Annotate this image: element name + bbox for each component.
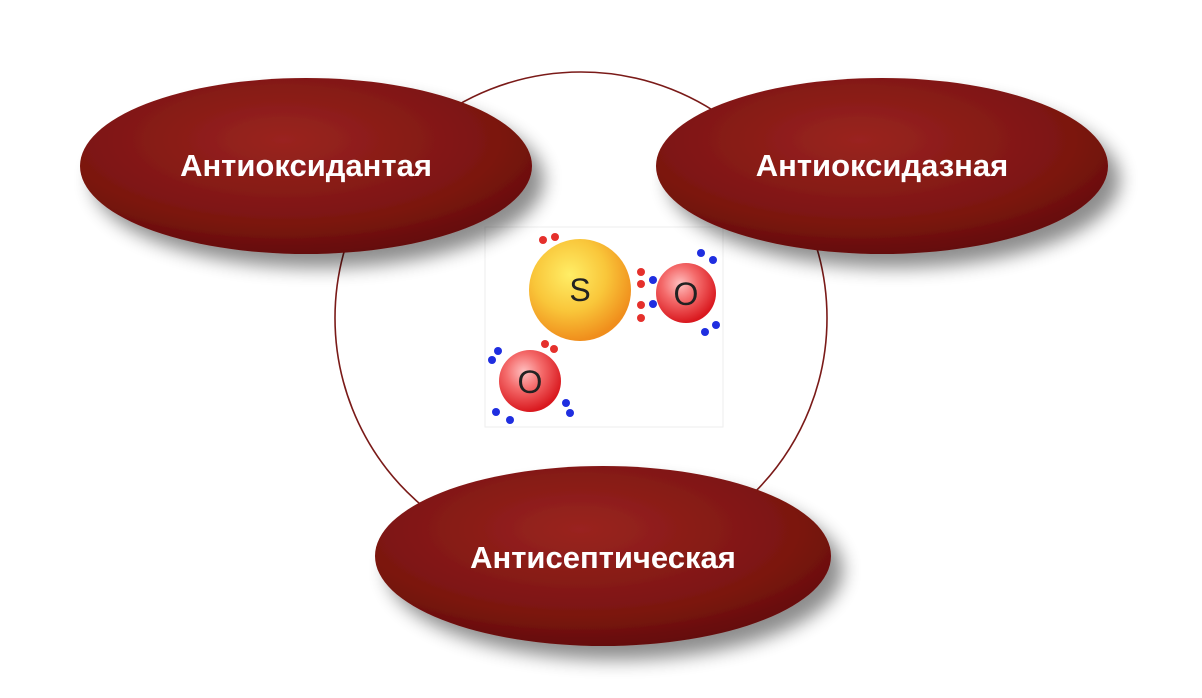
sulfur-label: S [569,272,590,308]
sulfur-electrons [539,233,645,353]
so2-molecule: S O O [484,226,724,428]
sulfur-atom: S [529,239,631,341]
oxygen-electrons [488,249,720,424]
oxygen-atom-left: O [499,350,561,412]
node-top-right [656,78,1108,254]
oxygen-right-label: O [674,276,699,312]
oxygen-atom-right: O [656,263,716,323]
node-top-left-label: Антиоксидантая [180,148,432,183]
node-bottom-label: Антисептическая [470,540,736,575]
oxygen-left-label: O [518,364,543,400]
node-bottom [375,466,831,646]
node-top-right-label: Антиоксидазная [756,148,1008,183]
node-top-left [80,78,532,254]
